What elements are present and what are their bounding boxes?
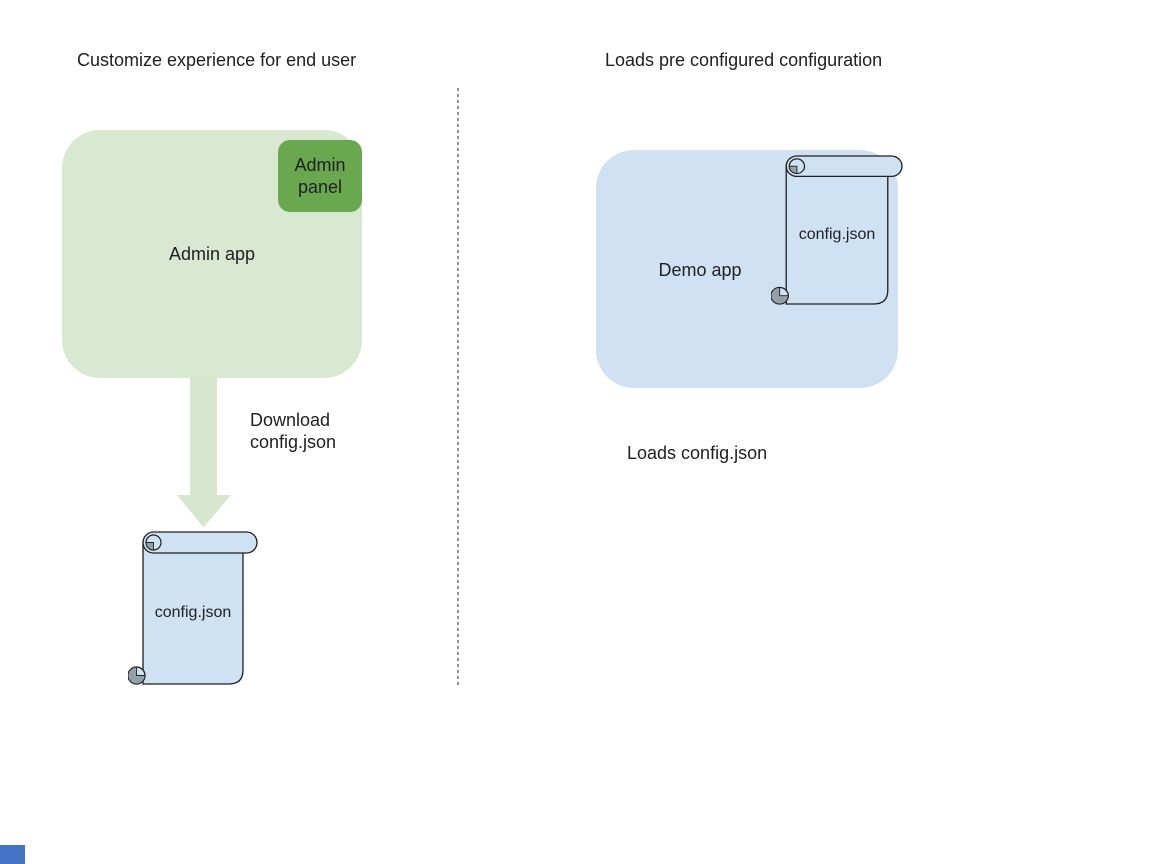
scroll-body	[142, 541, 244, 685]
scroll-top-curl-shade	[788, 165, 798, 174]
demo-app-label: Demo app	[658, 260, 742, 280]
admin-panel-shape: Admin panel	[278, 140, 362, 212]
left-section-title: Customize experience for end user	[77, 50, 357, 70]
scroll-top-curl-shade	[145, 542, 154, 551]
right-section-title: Loads pre configured configuration	[605, 50, 883, 70]
config-json-scroll-right: config.json	[771, 155, 903, 305]
download-arrow-label: Download config.json	[250, 410, 337, 452]
admin-app-label: Admin app	[168, 244, 256, 264]
admin-app-shape: Admin panel Admin app	[62, 130, 362, 378]
config-json-label-left: config.json	[154, 604, 232, 621]
scroll-icon	[128, 531, 258, 685]
admin-panel-label: Admin panel	[294, 155, 346, 197]
scroll-top-roll	[142, 531, 258, 554]
config-json-scroll-left: config.json	[128, 531, 258, 685]
scroll-bottom-curl-shade	[771, 287, 789, 305]
section-divider	[457, 88, 459, 686]
loads-config-caption: Loads config.json	[627, 443, 768, 463]
download-arrow	[177, 378, 231, 528]
config-json-label-right: config.json	[798, 226, 876, 243]
scroll-icon	[771, 155, 903, 305]
corner-accent-square	[0, 845, 25, 864]
scroll-body	[785, 165, 889, 305]
download-arrow-body	[177, 378, 231, 528]
scroll-bottom-curl-shade	[128, 666, 146, 685]
scroll-top-roll	[785, 155, 903, 178]
